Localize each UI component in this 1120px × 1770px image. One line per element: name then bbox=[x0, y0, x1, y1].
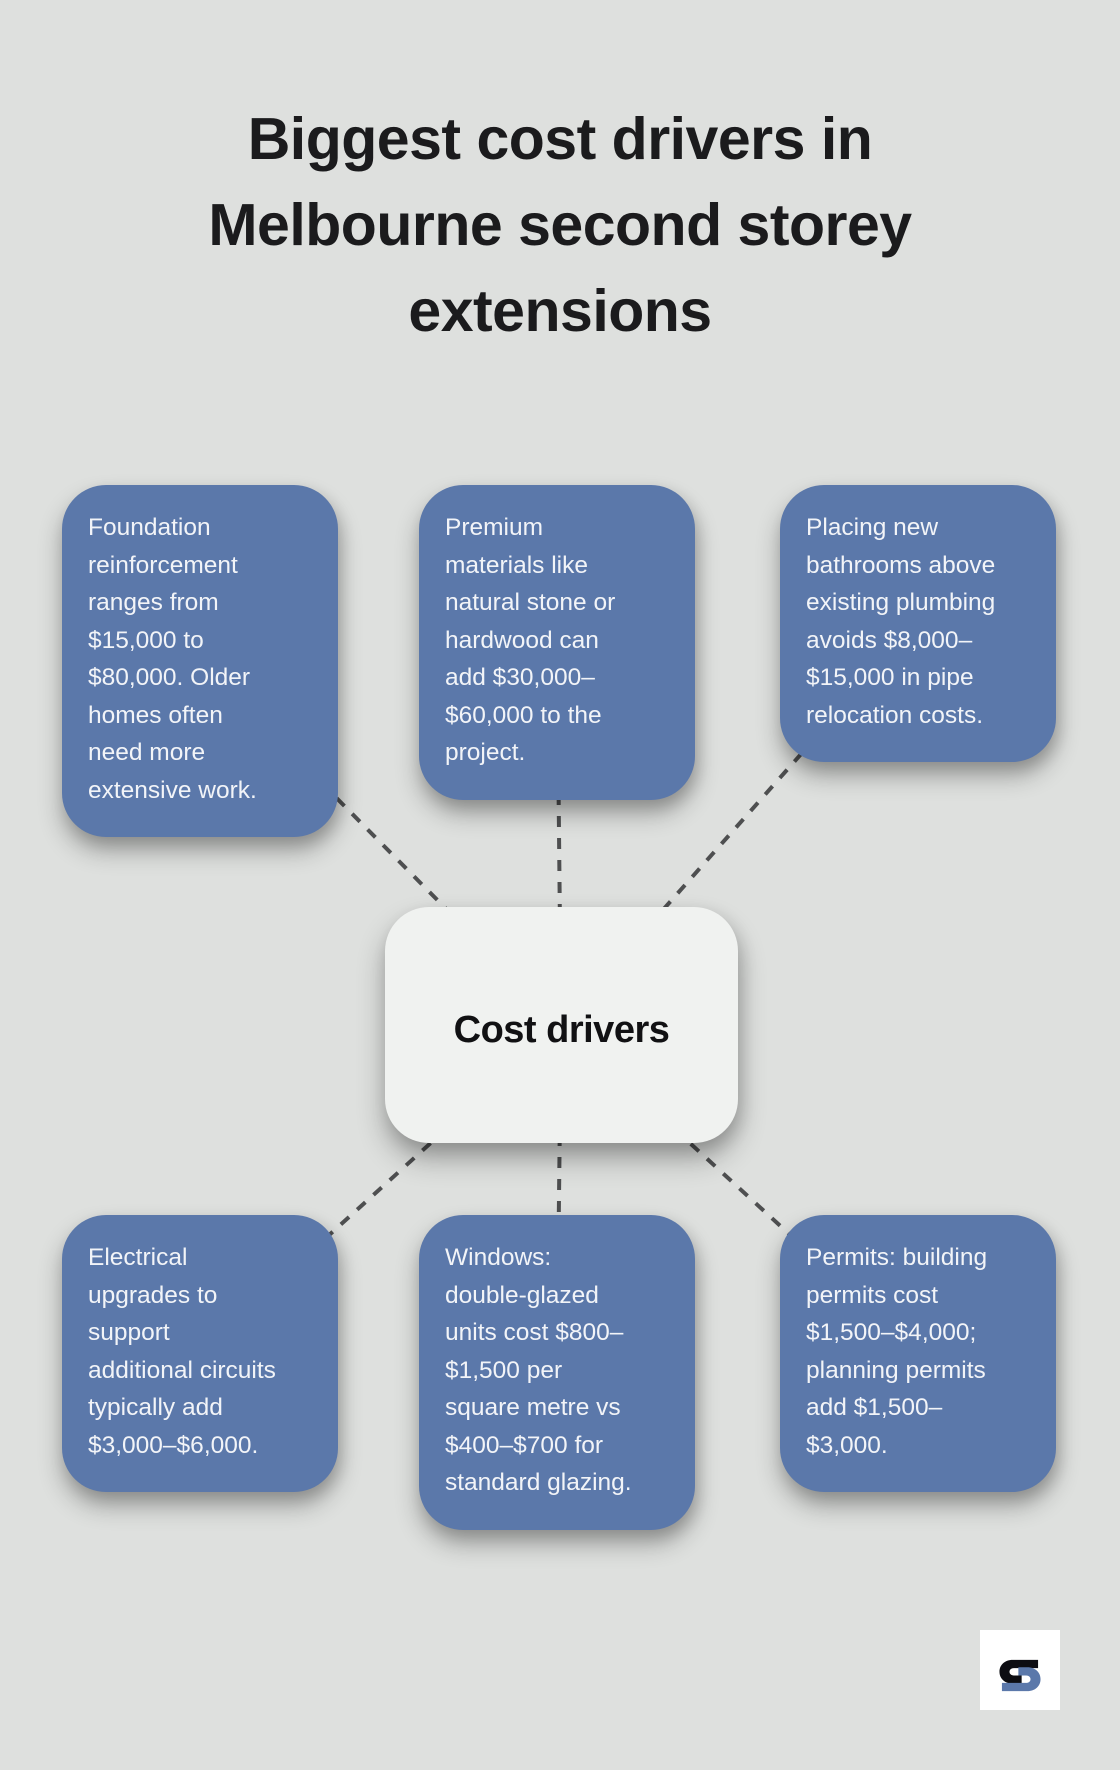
text-line: hardwood can bbox=[445, 626, 599, 654]
text-line: existing plumbing bbox=[806, 589, 996, 616]
text-line: planning permits bbox=[806, 1356, 986, 1384]
text-line: $3,000–$6,000. bbox=[88, 1431, 259, 1459]
text-line: permits cost bbox=[806, 1281, 939, 1309]
text-line: $80,000. Older bbox=[88, 664, 251, 691]
center-node-label: Cost drivers bbox=[453, 1008, 670, 1051]
text-line: Placing new bbox=[806, 514, 939, 541]
text-line: extensions bbox=[408, 278, 712, 344]
card-bathrooms-plumbing: Placing new bathrooms above existing plumb… bbox=[780, 485, 1056, 762]
text-line: typically add bbox=[88, 1394, 223, 1421]
text-line: project. bbox=[445, 739, 526, 766]
text-line: double-glazed bbox=[445, 1281, 599, 1309]
text-line: $15,000 in pipe bbox=[806, 664, 974, 691]
text-line: support bbox=[88, 1319, 170, 1346]
text-line: add $1,500– bbox=[806, 1394, 943, 1421]
text-line: Windows: bbox=[445, 1244, 552, 1271]
card-premium-materials: Premium materials like natural stone or har… bbox=[419, 485, 695, 800]
text-line: Melbourne second storey bbox=[208, 192, 912, 258]
text-line: Biggest cost drivers in bbox=[247, 106, 873, 172]
text-line: relocation costs. bbox=[806, 701, 984, 729]
text-line: natural stone or bbox=[445, 589, 616, 616]
text-line: Foundation bbox=[88, 514, 211, 541]
text-line: ranges from bbox=[88, 589, 219, 616]
card-windows: Windows: double-glazed units cost $800– $1,… bbox=[419, 1215, 695, 1530]
page-title: Biggest cost drivers in Melbourne second … bbox=[0, 96, 1120, 354]
card-permits: Permits: building permits cost $1,500–$4,0… bbox=[780, 1215, 1056, 1492]
text-line: square metre vs bbox=[445, 1394, 621, 1421]
text-line: Premium bbox=[445, 514, 544, 541]
text-line: $3,000. bbox=[806, 1431, 888, 1459]
text-line: add $30,000– bbox=[445, 664, 595, 691]
text-line: $1,500 per bbox=[445, 1356, 563, 1384]
text-line: need more bbox=[88, 739, 206, 766]
text-line: upgrades to bbox=[88, 1281, 218, 1309]
brand-logo-tile bbox=[980, 1630, 1060, 1710]
text-line: avoids $8,000– bbox=[806, 626, 973, 654]
text-line: materials like bbox=[445, 551, 588, 579]
text-line: $1,500–$4,000; bbox=[806, 1319, 977, 1346]
text-line: standard glazing. bbox=[445, 1469, 632, 1496]
text-line: Electrical bbox=[88, 1244, 188, 1271]
text-line: $400–$700 for bbox=[445, 1431, 604, 1459]
text-line: reinforcement bbox=[88, 551, 238, 579]
text-line: extensive work. bbox=[88, 776, 257, 804]
text-line: $15,000 to bbox=[88, 626, 204, 654]
card-electrical: Electrical upgrades to support additional c… bbox=[62, 1215, 338, 1492]
s-monogram-logo-icon bbox=[999, 1659, 1041, 1691]
text-line: additional circuits bbox=[88, 1356, 276, 1384]
text-line: bathrooms above bbox=[806, 551, 996, 579]
text-line: $60,000 to the bbox=[445, 701, 602, 729]
text-line: Permits: building bbox=[806, 1244, 988, 1271]
center-node-cost-drivers: Cost drivers bbox=[385, 907, 738, 1143]
text-line: units cost $800– bbox=[445, 1319, 624, 1346]
card-foundation: Foundation reinforcement ranges from $15,00… bbox=[62, 485, 338, 837]
text-line: homes often bbox=[88, 701, 223, 729]
